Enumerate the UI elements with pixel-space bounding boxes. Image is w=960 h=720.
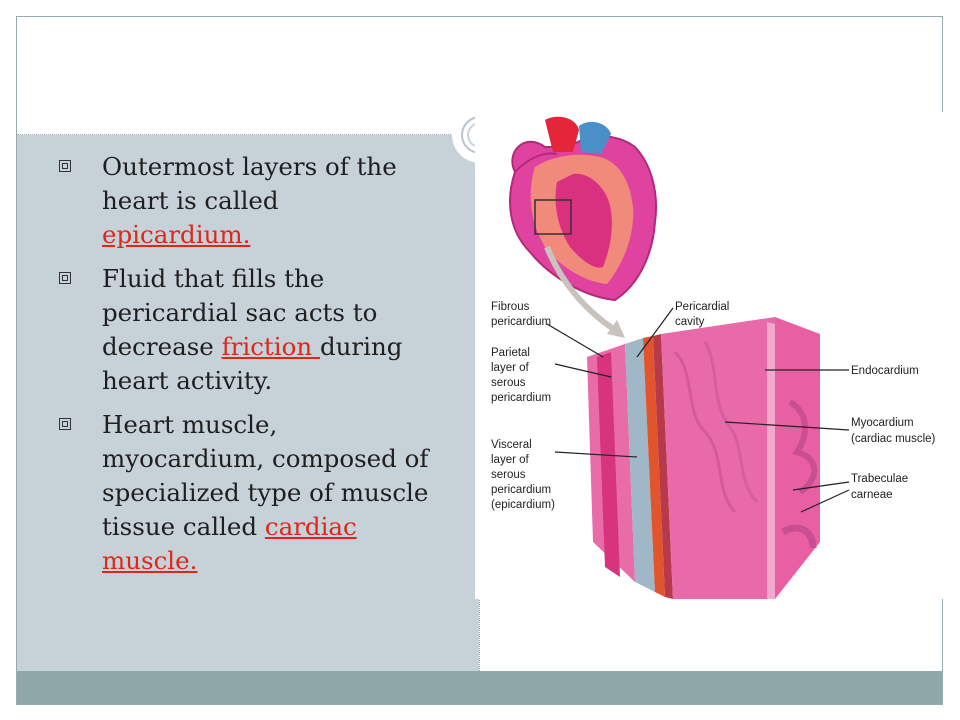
bullet-text: Fluid that fills the pericardial sac act…: [102, 264, 378, 361]
bullet-item: Fluid that fills the pericardial sac act…: [59, 262, 432, 398]
bullet-link[interactable]: friction: [221, 332, 320, 361]
label-myocardium: Myocardium (cardiac muscle): [851, 417, 936, 445]
label-pericardial-cavity: Pericardial cavity: [675, 301, 733, 328]
bullet-item: Heart muscle, myocardium, composed of sp…: [59, 408, 432, 578]
leader-lines: [546, 307, 850, 513]
heart-wall-figure: Fibrous pericardium Parietal layer of se…: [475, 112, 960, 599]
bullet-link[interactable]: epicardium.: [102, 220, 251, 249]
bullet-link[interactable]: cardiac muscle.: [102, 512, 357, 575]
label-parietal-layer: Parietal layer of serous pericardium: [491, 347, 551, 404]
zoom-box: [534, 199, 572, 235]
bullet-text: Heart muscle, myocardium, composed of sp…: [102, 410, 429, 541]
heart-wall-block: [587, 317, 820, 599]
heart-wall-diagram: Fibrous pericardium Parietal layer of se…: [491, 116, 936, 599]
header-divider: [17, 134, 457, 135]
bullet-text: Outermost layers of the heart is called: [102, 152, 397, 215]
bullet-item: Outermost layers of the heart is called …: [59, 150, 432, 252]
heart-illustration: [509, 116, 657, 302]
box-bullet-icon: [59, 418, 71, 430]
content-panel: [17, 135, 479, 671]
box-bullet-icon: [59, 160, 71, 172]
footer-bar: [17, 671, 942, 704]
bullet-text-after: during heart activity.: [102, 332, 403, 395]
label-endocardium: Endocardium: [851, 365, 919, 377]
label-trabeculae-carneae: Trabeculae carneae: [851, 473, 911, 501]
label-fibrous-pericardium: Fibrous pericardium: [491, 301, 551, 328]
label-visceral-layer: Visceral layer of serous pericardium (ep…: [491, 439, 555, 511]
box-bullet-icon: [59, 272, 71, 284]
bullet-list: Outermost layers of the heart is called …: [59, 150, 432, 588]
